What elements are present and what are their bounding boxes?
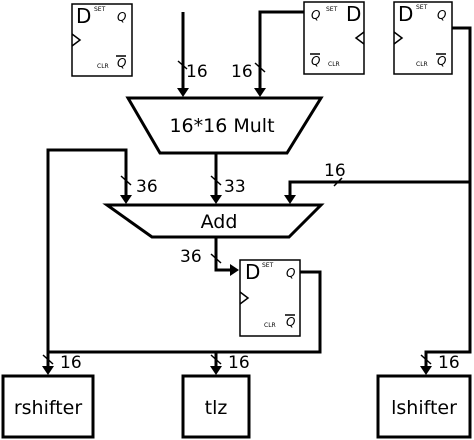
wire-to-tlz-arrow — [210, 366, 222, 375]
adder-block: Add — [102, 203, 325, 239]
wire-ff1-to-mult-width: 16 — [186, 62, 208, 82]
flipflop-4: D SET Q CLR Q — [239, 259, 301, 337]
tlz-body — [181, 374, 251, 439]
flipflop-4-d-label: D — [245, 260, 260, 284]
rshifter-label: rshifter — [14, 397, 83, 419]
lshifter-label: lshifter — [391, 397, 457, 419]
flipflop-2: Q SET D Q CLR — [303, 1, 365, 75]
flipflop-1-d-label: D — [76, 4, 91, 28]
wire-feedback-to-add-bus-mark — [120, 175, 132, 186]
wire-ff1-to-mult-arrow — [177, 88, 189, 97]
wire-feedback-to-add-width: 36 — [136, 177, 158, 197]
flipflop-2-d-label: D — [346, 2, 361, 26]
flipflop-3-d-label: D — [398, 2, 413, 26]
wire-feedback-to-add-arrow — [120, 195, 132, 204]
wire-to-lshifter-arrow — [420, 366, 432, 375]
flipflop-1-set-label: SET — [94, 6, 106, 13]
flipflop-1-q-label: Q — [117, 10, 126, 24]
multiplier-body — [125, 96, 324, 155]
flipflop-3: D SET Q CLR Q — [393, 1, 453, 75]
flipflop-3-body — [393, 1, 453, 75]
flipflop-1-clr-label: CLR — [97, 63, 109, 70]
wire-add-to-ff4-arrow — [230, 264, 239, 276]
lshifter-body — [376, 374, 472, 439]
wire-feedback-to-add — [46, 148, 128, 368]
multiplier-label: 16*16 Mult — [169, 115, 274, 137]
wire-mult-to-add-arrow — [210, 195, 222, 204]
rshifter-block: rshifter — [1, 374, 95, 439]
flipflop-2-clr-label: CLR — [328, 61, 340, 68]
wire-ff3-to-add-width: 16 — [324, 161, 346, 181]
wire-to-lshifter-width: 16 — [438, 353, 460, 373]
flipflop-3-clr-label: CLR — [416, 61, 428, 68]
wire-add-to-ff4-width: 36 — [180, 247, 202, 267]
wire-to-lshifter-bus-mark — [420, 354, 432, 365]
wire-ff2-to-mult-width: 16 — [231, 62, 253, 82]
flipflop-2-qbar-label: Q — [311, 54, 320, 68]
wire-mult-to-add-width: 33 — [224, 177, 246, 197]
flipflop-4-q-label: Q — [286, 266, 295, 280]
flipflop-4-clr-label: CLR — [264, 322, 276, 329]
flipflop-4-set-label: SET — [262, 262, 274, 269]
wire-ff1-to-mult-bus-mark — [177, 60, 188, 70]
wire-to-rshifter-arrow — [42, 366, 54, 375]
wire-to-lshifter — [424, 182, 472, 368]
wire-ff4-output — [48, 270, 322, 354]
flipflop-3-qbar-label: Q — [437, 54, 446, 68]
flipflop-3-set-label: SET — [416, 4, 428, 11]
rshifter-body — [1, 374, 95, 439]
flipflop-3-clock-icon — [393, 31, 404, 45]
wire-ff3-to-add-bus-mark — [333, 177, 343, 187]
flipflop-1-qbar-label: Q — [117, 56, 126, 70]
wire-to-rshifter-bus-mark — [42, 354, 54, 365]
flipflop-1-clock-icon — [71, 33, 82, 47]
wire-ff2-to-mult-bus-mark — [254, 62, 266, 73]
wire-ff2-to-mult-arrow — [254, 88, 266, 97]
flipflop-2-set-label: SET — [326, 6, 338, 13]
wire-to-rshifter-width: 16 — [60, 353, 82, 373]
flipflop-4-qbar-label: Q — [286, 315, 295, 329]
flipflop-2-clock-icon — [354, 31, 365, 45]
wire-ff2-to-mult — [258, 10, 304, 90]
adder-label: Add — [201, 211, 238, 233]
flipflop-1: D SET Q CLR Q — [71, 3, 133, 77]
wire-ff3-to-add-arrow — [284, 195, 296, 204]
wire-mult-to-add-bus-mark — [210, 175, 222, 186]
wire-add-to-ff4-bus-mark — [210, 253, 222, 264]
multiplier-block: 16*16 Mult — [125, 96, 324, 155]
tlz-label: tlz — [205, 397, 228, 419]
wire-add-to-ff4 — [214, 237, 232, 272]
flipflop-2-q-label: Q — [311, 8, 320, 22]
wire-to-tlz-bus-mark — [210, 354, 222, 365]
adder-body — [102, 203, 325, 239]
flipflop-1-body — [71, 3, 133, 77]
flipflop-2-body — [303, 1, 365, 75]
lshifter-block: lshifter — [376, 374, 472, 439]
tlz-block: tlz — [181, 374, 251, 439]
wire-to-tlz-width: 16 — [228, 353, 250, 373]
flipflop-4-clock-icon — [239, 291, 250, 305]
flipflop-3-q-label: Q — [437, 8, 446, 22]
flipflop-4-body — [239, 259, 301, 337]
